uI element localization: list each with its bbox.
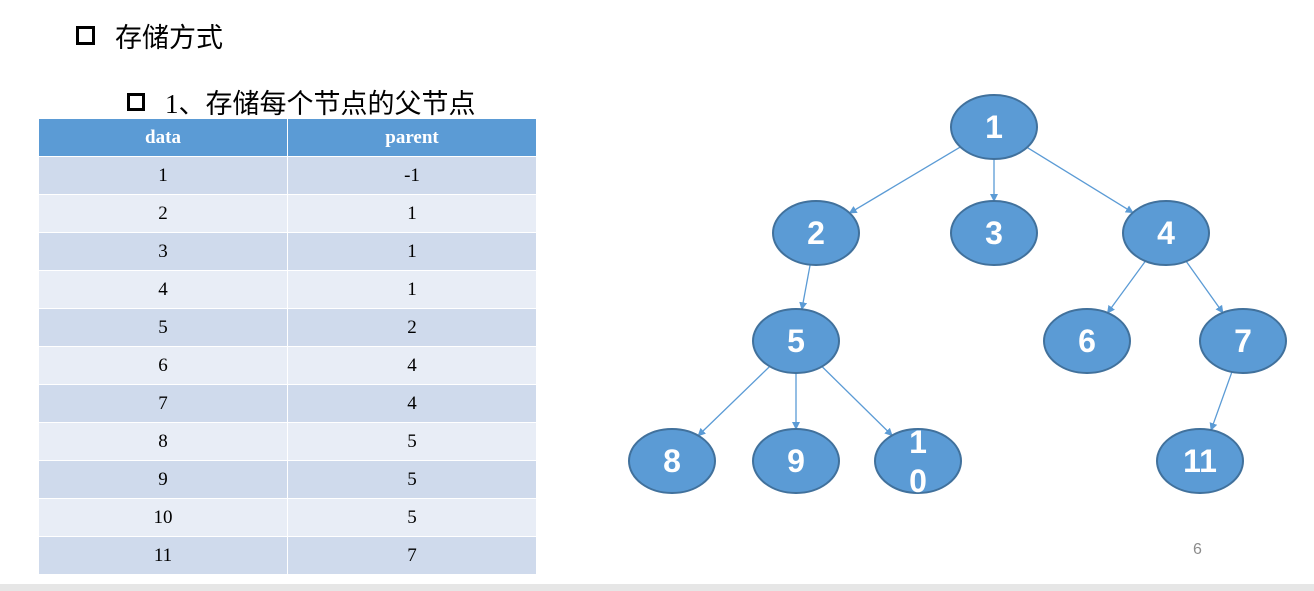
table-row: 5 2 <box>38 308 537 347</box>
cell-data: 1 <box>38 156 288 195</box>
tree-node-shape <box>1199 308 1287 374</box>
cell-parent: 1 <box>287 194 537 233</box>
tree-node-shape <box>1122 200 1210 266</box>
edge-4-6 <box>1106 260 1146 314</box>
edge-1-2 <box>848 146 961 214</box>
table-row: 11 7 <box>38 536 537 575</box>
square-bullet-icon <box>76 26 95 45</box>
subheading-text: 1、存储每个节点的父节点 <box>165 89 476 119</box>
tree-node-label: 2 <box>807 215 825 251</box>
tree-node-label: 6 <box>1078 323 1096 359</box>
parent-table: data parent 1 -1 2 1 3 1 4 1 5 2 <box>38 118 537 575</box>
table-row: 8 5 <box>38 422 537 461</box>
tree-node-10: 10 <box>874 424 962 499</box>
tree-node-shape <box>628 428 716 494</box>
cell-data: 8 <box>38 422 288 461</box>
cell-data: 5 <box>38 308 288 347</box>
cell-data: 10 <box>38 498 288 537</box>
tree-node-6: 6 <box>1043 308 1131 374</box>
square-bullet-icon <box>127 92 145 111</box>
tree-node-4: 4 <box>1122 200 1210 266</box>
tree-node-7: 7 <box>1199 308 1287 374</box>
tree-node-shape <box>752 308 840 374</box>
edge-7-11 <box>1209 371 1233 432</box>
heading-text: 存储方式 <box>115 23 223 53</box>
tree-node-label: 11 <box>1183 443 1217 479</box>
heading-bullet: 存储方式 <box>76 16 223 55</box>
cell-data: 4 <box>38 270 288 309</box>
cell-data: 6 <box>38 346 288 385</box>
column-header-parent: parent <box>287 118 537 157</box>
edge-5-10 <box>821 366 893 437</box>
edge-1-4 <box>1026 146 1134 214</box>
tree-node-shape <box>752 428 840 494</box>
tree-node-label: 1 <box>909 424 927 460</box>
tree-node-shape <box>1043 308 1131 374</box>
tree-node-shape <box>950 200 1038 266</box>
tree-node-9: 9 <box>752 428 840 494</box>
page-number: 6 <box>1193 541 1202 558</box>
tree-node-3: 3 <box>950 200 1038 266</box>
tree-node-label: 0 <box>909 463 927 499</box>
tree-node-label: 5 <box>787 323 805 359</box>
tree-node-1: 1 <box>950 94 1038 160</box>
tree-node-label: 8 <box>663 443 681 479</box>
tree-node-label: 7 <box>1234 323 1252 359</box>
tree-node-shape <box>874 428 962 494</box>
tree-node-label: 4 <box>1157 215 1175 251</box>
column-header-data: data <box>38 118 288 157</box>
tree-node-5: 5 <box>752 308 840 374</box>
table-row: 7 4 <box>38 384 537 423</box>
tree-node-shape <box>950 94 1038 160</box>
subheading-bullet: 1、存储每个节点的父节点 <box>127 82 476 121</box>
cell-parent: 2 <box>287 308 537 347</box>
cell-parent: 7 <box>287 536 537 575</box>
cell-data: 7 <box>38 384 288 423</box>
table-header-row: data parent <box>38 118 537 157</box>
tree-node-2: 2 <box>772 200 860 266</box>
bottom-bar <box>0 584 1314 591</box>
tree-node-label: 9 <box>787 443 805 479</box>
edge-2-5 <box>799 264 811 311</box>
cell-parent: -1 <box>287 156 537 195</box>
tree-node-label: 3 <box>985 215 1003 251</box>
tree-node-8: 8 <box>628 428 716 494</box>
tree-node-11: 11 <box>1156 428 1244 494</box>
tree-node-shape <box>1156 428 1244 494</box>
tree-node-shape <box>772 200 860 266</box>
table-row: 1 -1 <box>38 156 537 195</box>
table-row: 9 5 <box>38 460 537 499</box>
cell-parent: 1 <box>287 232 537 271</box>
table-row: 3 1 <box>38 232 537 271</box>
cell-parent: 5 <box>287 422 537 461</box>
edge-5-8 <box>697 365 771 437</box>
cell-data: 11 <box>38 536 288 575</box>
table-row: 4 1 <box>38 270 537 309</box>
cell-parent: 5 <box>287 460 537 499</box>
tree-edges <box>697 146 1233 437</box>
edge-4-7 <box>1185 260 1224 314</box>
tree-node-label: 1 <box>985 109 1003 145</box>
cell-parent: 4 <box>287 384 537 423</box>
cell-data: 3 <box>38 232 288 271</box>
cell-data: 9 <box>38 460 288 499</box>
